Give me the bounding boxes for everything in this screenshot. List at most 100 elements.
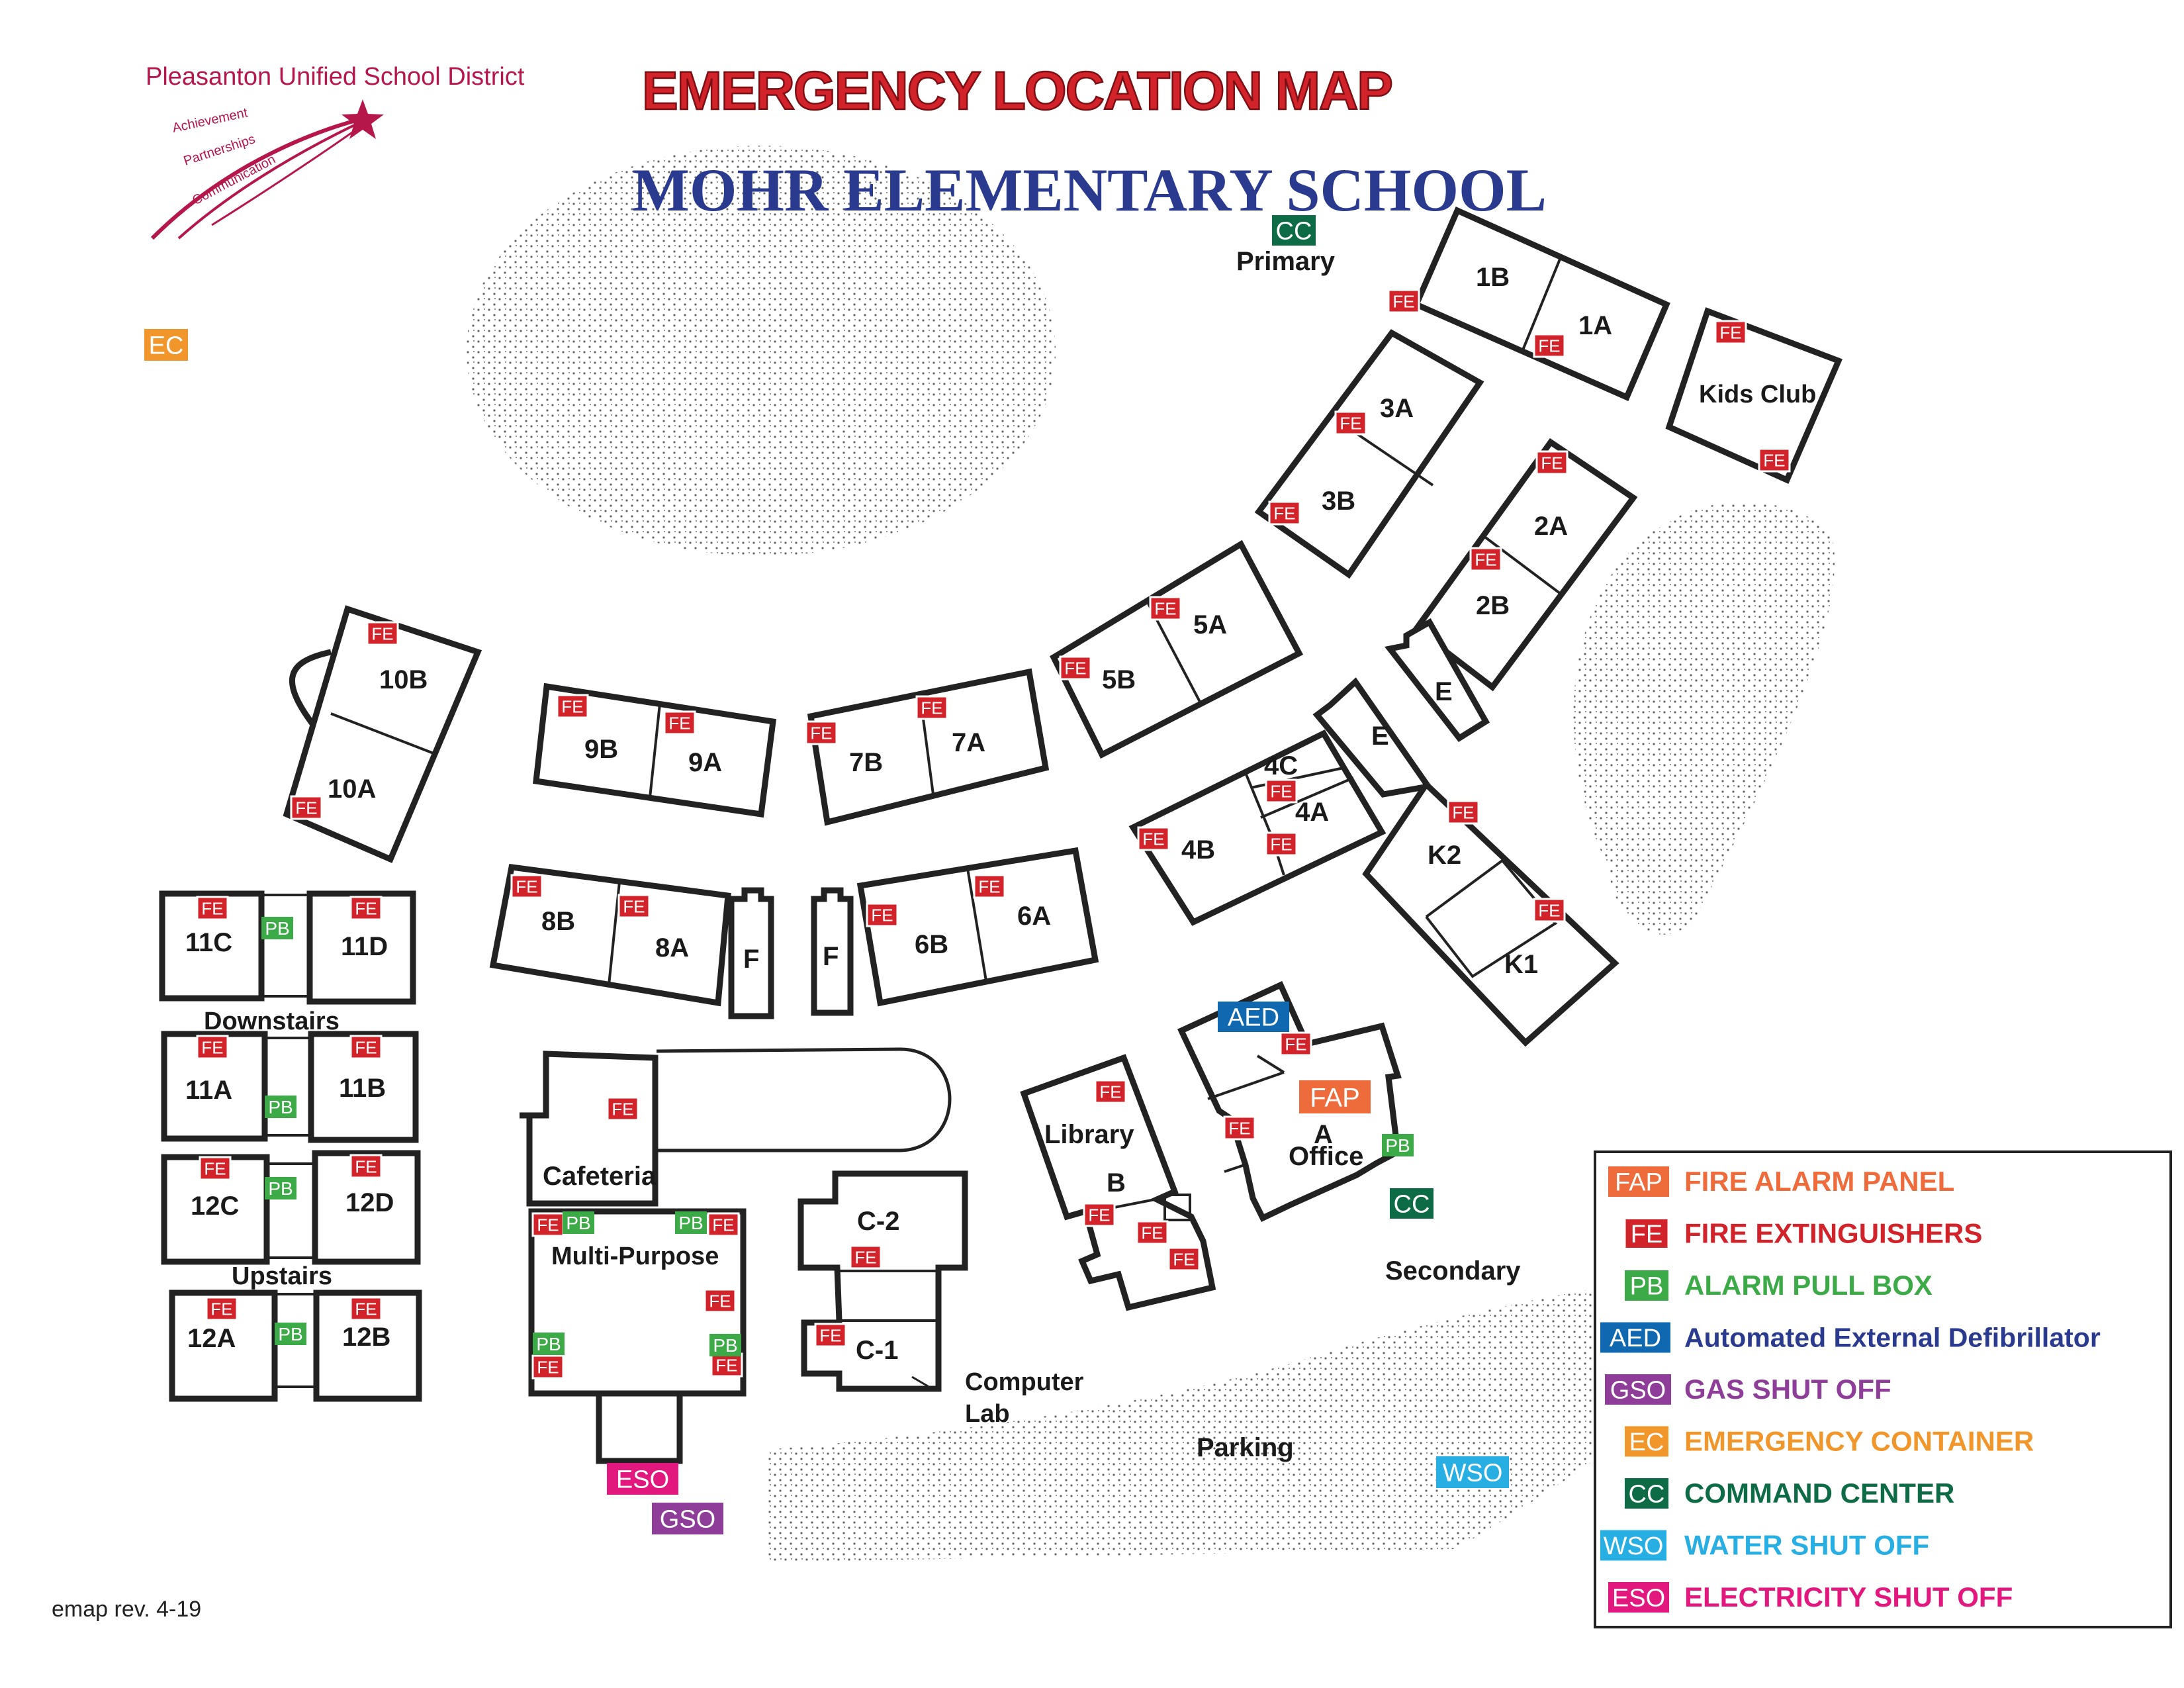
svg-text:GSO: GSO [660, 1506, 715, 1534]
fire-extinguisher-marker: FE [704, 1288, 737, 1313]
legend-cc-label: COMMAND CENTER [1684, 1477, 1954, 1509]
downstairs-label: Downstairs [204, 1008, 340, 1035]
svg-text:PB: PB [536, 1334, 561, 1354]
svg-text:FE: FE [1392, 291, 1414, 311]
room-f2-label: F [823, 942, 839, 971]
svg-text:FE: FE [1099, 1082, 1121, 1102]
revision-note: emap rev. 4-19 [52, 1597, 201, 1622]
pull-box-marker: PB [265, 1096, 296, 1118]
fire-extinguisher-marker: FE [710, 1352, 743, 1378]
svg-text:FE: FE [204, 1158, 226, 1178]
building-f2 [811, 887, 854, 1016]
multipurpose-label: Multi-Purpose [551, 1243, 719, 1270]
water-shut-off-marker: WSO [1436, 1456, 1509, 1488]
fire-extinguisher-marker: FE [531, 1212, 565, 1237]
room-8a-label: 8A [655, 933, 689, 962]
district-name: Pleasanton Unified School District [146, 63, 525, 91]
svg-text:FE: FE [1285, 1034, 1306, 1054]
room-10a-label: 10A [328, 774, 376, 804]
room-11b-label: 11B [339, 1074, 386, 1103]
fire-extinguisher-marker: FE [349, 896, 383, 921]
svg-text:FE: FE [1154, 598, 1176, 618]
aed-marker: AED [1218, 1002, 1289, 1032]
legend-wso-badge: WSO [1600, 1530, 1666, 1561]
building-7 [807, 668, 1050, 826]
field-stipple-area [467, 146, 1056, 556]
fire-extinguisher-marker: FE [663, 710, 696, 735]
room-e1-label: E [1435, 677, 1453, 706]
svg-text:FE: FE [516, 876, 537, 896]
office-label: Office [1289, 1142, 1363, 1171]
fire-extinguisher-marker: FE [814, 1323, 847, 1348]
svg-text:FE: FE [871, 905, 893, 925]
fire-extinguisher-marker: FE [1533, 333, 1566, 358]
fire-extinguisher-marker: FE [1265, 778, 1298, 804]
svg-text:FE: FE [1270, 834, 1292, 854]
fire-extinguisher-marker: FE [866, 902, 899, 927]
svg-text:FE: FE [355, 1037, 377, 1057]
svg-text:FE: FE [1273, 503, 1295, 523]
svg-text:PB: PB [1385, 1135, 1410, 1156]
svg-text:FE: FE [1088, 1205, 1110, 1225]
fire-extinguisher-marker: FE [349, 1154, 383, 1179]
svg-text:PB: PB [1630, 1273, 1664, 1301]
secondary-label: Secondary [1385, 1256, 1521, 1286]
fire-extinguisher-marker: FE [1265, 831, 1298, 857]
building-1 [1412, 207, 1670, 401]
room-e2-label: E [1371, 722, 1389, 751]
svg-text:FE: FE [1142, 829, 1164, 849]
svg-text:EC: EC [149, 332, 184, 360]
room-k1-label: K1 [1504, 950, 1538, 979]
building-8 [489, 863, 731, 1007]
cafeteria-label: Cafeteria [543, 1162, 657, 1191]
fire-extinguisher-marker: FE [531, 1354, 565, 1380]
legend-pb-label: ALARM PULL BOX [1684, 1270, 1933, 1301]
svg-text:FE: FE [668, 713, 690, 733]
svg-text:FAP: FAP [1615, 1169, 1662, 1197]
svg-text:GSO: GSO [1610, 1377, 1666, 1405]
room-12c-label: 12C [191, 1192, 239, 1221]
svg-text:PB: PB [268, 1178, 293, 1199]
room-12b-label: 12B [342, 1323, 390, 1352]
svg-text:PB: PB [713, 1335, 737, 1356]
legend-cc-badge: CC [1625, 1478, 1668, 1509]
tagline-achievement: Achievement [171, 105, 249, 136]
star-icon [341, 99, 384, 139]
room-8b-label: 8B [541, 907, 575, 936]
pull-box-marker: PB [275, 1323, 306, 1345]
fire-extinguisher-marker: FE [606, 1096, 639, 1121]
fire-extinguisher-marker: FE [1167, 1246, 1201, 1272]
fire-extinguisher-marker: FE [556, 694, 589, 719]
svg-text:AED: AED [1228, 1004, 1279, 1032]
fire-extinguisher-marker: FE [1083, 1202, 1116, 1227]
room-3b-label: 3B [1322, 487, 1355, 516]
legend-fe-badge: FE [1623, 1217, 1670, 1250]
fire-extinguisher-marker: FE [1447, 800, 1480, 825]
fire-extinguisher-marker: FE [205, 1296, 238, 1321]
room-5a-label: 5A [1193, 610, 1227, 639]
pull-box-marker: PB [1382, 1134, 1414, 1156]
svg-text:FE: FE [537, 1357, 559, 1377]
room-7b-label: 7B [849, 748, 883, 777]
building-kids-club [1665, 307, 1843, 484]
svg-text:FE: FE [561, 696, 583, 716]
fire-extinguisher-marker: FE [915, 695, 948, 720]
room-11a-label: 11A [185, 1076, 232, 1105]
svg-text:FE: FE [1719, 322, 1741, 342]
computer-lab-label-1: Computer [965, 1368, 1084, 1396]
room-10b-label: 10B [379, 665, 428, 694]
svg-text:FE: FE [355, 1156, 377, 1176]
svg-text:PB: PB [268, 1097, 293, 1117]
building-e1 [1384, 618, 1490, 742]
svg-text:FE: FE [819, 1325, 841, 1345]
svg-text:FE: FE [978, 876, 1000, 896]
pull-box-marker: PB [533, 1333, 565, 1355]
map-title: EMERGENCY LOCATION MAP [642, 61, 1392, 121]
legend-eso-badge: ESO [1608, 1582, 1669, 1613]
room-2a-label: 2A [1534, 512, 1568, 541]
legend-aed-badge: AED [1600, 1322, 1670, 1353]
fire-extinguisher-marker: FE [1149, 596, 1182, 621]
kids-club-label: Kids Club [1699, 381, 1816, 408]
tagline-partnerships: Partnerships [182, 132, 257, 169]
